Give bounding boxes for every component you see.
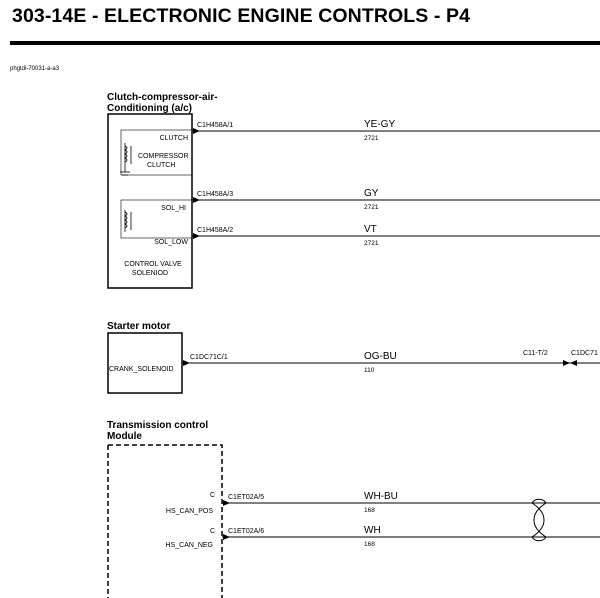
pin-neg-mark: C [210,528,215,535]
control-valve-label-1: CONTROL VALVE [124,261,182,268]
pin-sol-hi-label: SOL_HI [161,205,186,212]
wire-connector-label: C1H458A/2 [197,227,233,234]
wire-ye-gy: C1H458A/1 YE-GY 2721 [192,119,600,142]
wire-circuit-label: 2721 [364,204,379,211]
compressor-title-line2: Conditioning (a/c) [107,103,192,114]
pin-hs-can-neg-label: HS_CAN_NEG [166,542,213,549]
remote-connector-label-2: C1DC71 [571,350,598,357]
wire-og-bu: C1DC71C/1 OG-BU 110 C11-T/2 C1DC71 [182,350,600,374]
transmission-title-line2: Module [107,431,142,442]
wire-color-label: GY [364,188,379,199]
connector-pin-icon [193,233,200,239]
solenoid-coil-icon [124,210,132,232]
connector-pin-icon [193,128,200,134]
connector-pin-icon [183,360,190,366]
inline-connector-icon [563,360,570,366]
wire-circuit-label: 168 [364,507,375,514]
pin-clutch-label: CLUTCH [160,135,188,142]
compressor-clutch-label-2: CLUTCH [147,162,175,169]
wire-color-label: VT [364,224,377,235]
coil-icon [124,143,132,166]
compressor-clutch-label-1: COMPRESSOR [138,153,189,160]
wire-connector-label: C1H458A/3 [197,191,233,198]
transmission-module-border [107,444,223,598]
page-title: 303-14E - ELECTRONIC ENGINE CONTROLS - P… [12,5,471,27]
wire-vt: C1H458A/2 VT 2721 [192,224,600,247]
remote-connector-label-1: C11-T/2 [523,350,548,357]
control-valve-label-2: SOLENIOD [132,270,168,277]
connector-pin-icon [223,500,230,506]
wire-wh-bu: C1ET02A/5 WH-BU 168 [222,491,600,514]
pin-hs-can-pos-label: HS_CAN_POS [166,508,213,515]
wire-circuit-label: 2721 [364,135,379,142]
wire-gy: C1H458A/3 GY 2721 [192,188,600,211]
wire-color-label: WH-BU [364,491,398,502]
wire-color-label: OG-BU [364,351,397,362]
wire-connector-label: C1ET02A/6 [228,528,264,535]
clutch-inner-box [120,129,193,176]
transmission-title-line1: Transmission control [107,420,209,431]
wire-circuit-label: 168 [364,541,375,548]
twisted-pair-icon [531,498,547,542]
pin-pos-mark: C [210,492,215,499]
wire-circuit-label: 110 [364,367,375,374]
wire-color-label: WH [364,525,381,536]
wire-color-label: YE-GY [364,119,395,130]
wire-circuit-label: 2721 [364,240,379,247]
pin-sol-low-label: SOL_LOW [154,239,188,246]
wire-connector-label: C1ET02A/5 [228,494,264,501]
connector-pin-icon [193,197,200,203]
diagram-reference-code: phgtdi-70031-a-a3 [10,66,60,72]
valve-inner-box [120,199,193,239]
compressor-title: Clutch-compressor-air- Conditioning (a/c… [107,92,218,114]
pin-crank-solenoid-label: CRANK_SOLENOID [109,366,174,373]
connector-pin-icon [223,534,230,540]
starter-box [107,332,183,394]
compressor-title-line1: Clutch-compressor-air- [107,92,218,103]
transmission-title: Transmission control Module [107,420,208,442]
wire-wh: C1ET02A/6 WH 168 [222,525,600,548]
wire-connector-label: C1H458A/1 [197,122,233,129]
starter-title: Starter motor [107,321,171,332]
ground-icon [120,166,130,176]
wire-connector-label: C1DC71C/1 [190,354,228,361]
inline-connector-icon [570,360,577,366]
title-divider [10,41,600,45]
